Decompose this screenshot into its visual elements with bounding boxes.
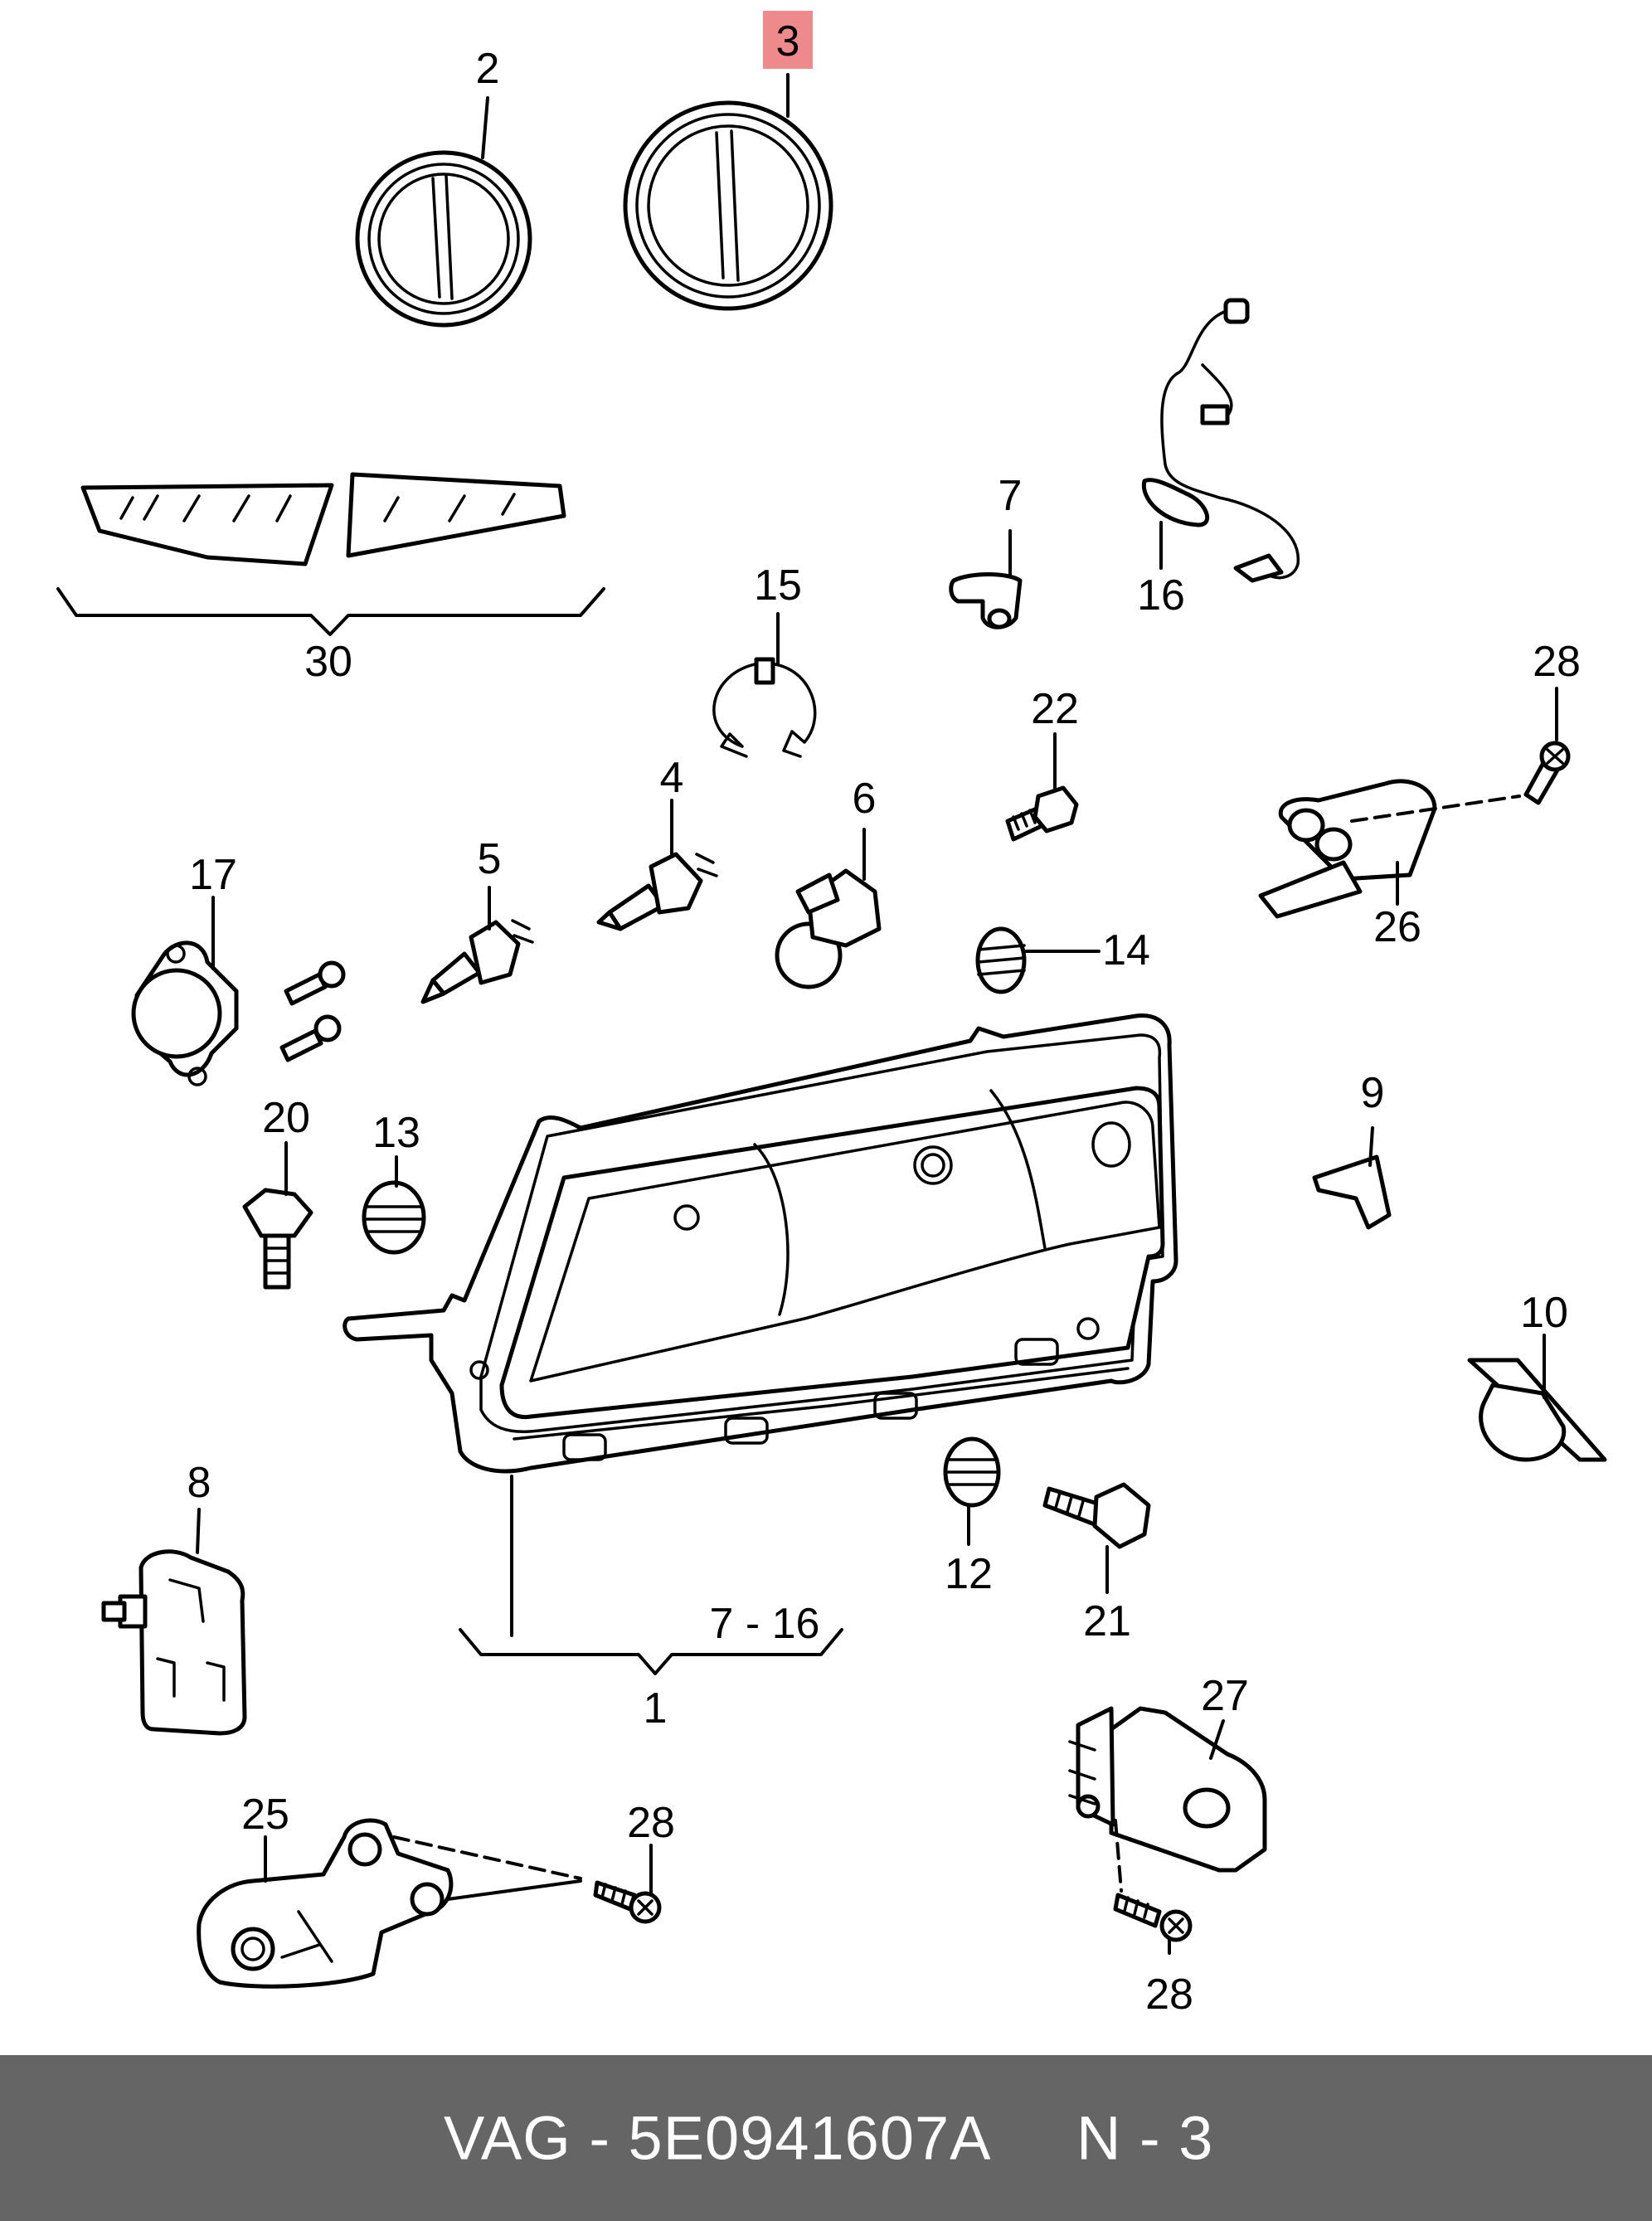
callout-7[interactable]: 7 bbox=[998, 472, 1023, 520]
bracket-1 bbox=[459, 1628, 843, 1675]
callout-13[interactable]: 13 bbox=[372, 1109, 420, 1157]
part-25-bracket[interactable] bbox=[197, 1818, 454, 1989]
dashed-leader-26 bbox=[1350, 795, 1521, 823]
part-21-bolt[interactable] bbox=[1042, 1482, 1151, 1549]
part-10-plug[interactable] bbox=[1467, 1358, 1607, 1462]
callout-28-left[interactable]: 28 bbox=[627, 1799, 675, 1847]
callout-21[interactable]: 21 bbox=[1083, 1597, 1131, 1645]
callout-3[interactable]: 3 bbox=[776, 17, 800, 66]
dashed-leader-25 bbox=[392, 1835, 582, 1880]
callout-22[interactable]: 22 bbox=[1031, 685, 1079, 733]
part-6-bulb[interactable] bbox=[775, 868, 882, 989]
leader-2 bbox=[481, 96, 489, 159]
callout-16[interactable]: 16 bbox=[1137, 571, 1185, 620]
callout-14[interactable]: 14 bbox=[1102, 926, 1150, 974]
part-9-clip[interactable] bbox=[1312, 1154, 1392, 1230]
part-2-cap[interactable] bbox=[355, 150, 532, 328]
part-13-nut[interactable] bbox=[362, 1180, 426, 1255]
callout-5[interactable]: 5 bbox=[478, 835, 502, 883]
part-28-screw-top[interactable] bbox=[1523, 741, 1571, 805]
bracket-30 bbox=[56, 587, 605, 636]
leader-25-b bbox=[446, 1879, 582, 1901]
leader-27 bbox=[1209, 1719, 1225, 1760]
callout-25[interactable]: 25 bbox=[241, 1791, 289, 1839]
part-1-headlamp[interactable] bbox=[343, 1013, 1178, 1474]
callout-1[interactable]: 1 bbox=[644, 1684, 668, 1733]
part-8-adjuster-motor[interactable] bbox=[101, 1549, 247, 1736]
part-22-bolt[interactable] bbox=[1005, 785, 1079, 842]
part-28-screw-left[interactable] bbox=[593, 1880, 662, 1924]
callout-8[interactable]: 8 bbox=[187, 1459, 211, 1507]
part-30-lens-sheets[interactable] bbox=[80, 472, 566, 566]
callout-12[interactable]: 12 bbox=[945, 1550, 993, 1598]
part-code: VAG - 5E0941607A bbox=[444, 2103, 992, 2173]
part-28-screw-bottom[interactable] bbox=[1113, 1893, 1193, 1942]
part-27-bracket[interactable] bbox=[1068, 1706, 1267, 1873]
footer-bar: VAG - 5E0941607A N - 3 bbox=[0, 2055, 1652, 2221]
callout-6[interactable]: 6 bbox=[853, 775, 877, 823]
callout-9[interactable]: 9 bbox=[1361, 1069, 1385, 1117]
part-5-bulb[interactable] bbox=[420, 919, 534, 1004]
dashed-leader-28-bottom bbox=[1114, 1819, 1123, 1893]
callout-3-highlight bbox=[763, 11, 813, 69]
callout-28-top[interactable]: 28 bbox=[1533, 638, 1581, 686]
callout-15[interactable]: 15 bbox=[754, 561, 802, 610]
part-17-screws[interactable] bbox=[279, 960, 346, 1062]
callout-2[interactable]: 2 bbox=[476, 45, 500, 93]
page-reference: N - 3 bbox=[1076, 2103, 1214, 2173]
callout-27[interactable]: 27 bbox=[1201, 1672, 1249, 1720]
part-17-cover[interactable] bbox=[131, 940, 239, 1086]
part-20-bolt[interactable] bbox=[242, 1188, 313, 1290]
callout-17[interactable]: 17 bbox=[189, 851, 237, 899]
part-3-cap[interactable] bbox=[623, 100, 833, 311]
part-15-spring-clip[interactable] bbox=[712, 657, 817, 758]
part-26-bracket[interactable] bbox=[1258, 779, 1437, 919]
callout-10[interactable]: 10 bbox=[1520, 1289, 1568, 1337]
callout-28-bottom[interactable]: 28 bbox=[1145, 1971, 1193, 2019]
callout-30[interactable]: 30 bbox=[304, 638, 352, 686]
part-16-wiring-harness[interactable] bbox=[1141, 298, 1300, 583]
callout-26[interactable]: 26 bbox=[1373, 903, 1421, 951]
callout-20[interactable]: 20 bbox=[262, 1094, 310, 1142]
leader-9 bbox=[1368, 1126, 1374, 1167]
parts-diagram: 2 3 30 16 7 15 bbox=[56, 11, 1607, 2019]
part-12-nut[interactable] bbox=[943, 1436, 1001, 1508]
part-7-plug[interactable] bbox=[949, 572, 1023, 629]
callout-4[interactable]: 4 bbox=[660, 754, 684, 802]
part-4-bulb[interactable] bbox=[596, 852, 718, 931]
leader-8 bbox=[196, 1508, 201, 1554]
part-14-nut[interactable] bbox=[975, 926, 1027, 994]
callout-range[interactable]: 7 - 16 bbox=[710, 1600, 820, 1648]
